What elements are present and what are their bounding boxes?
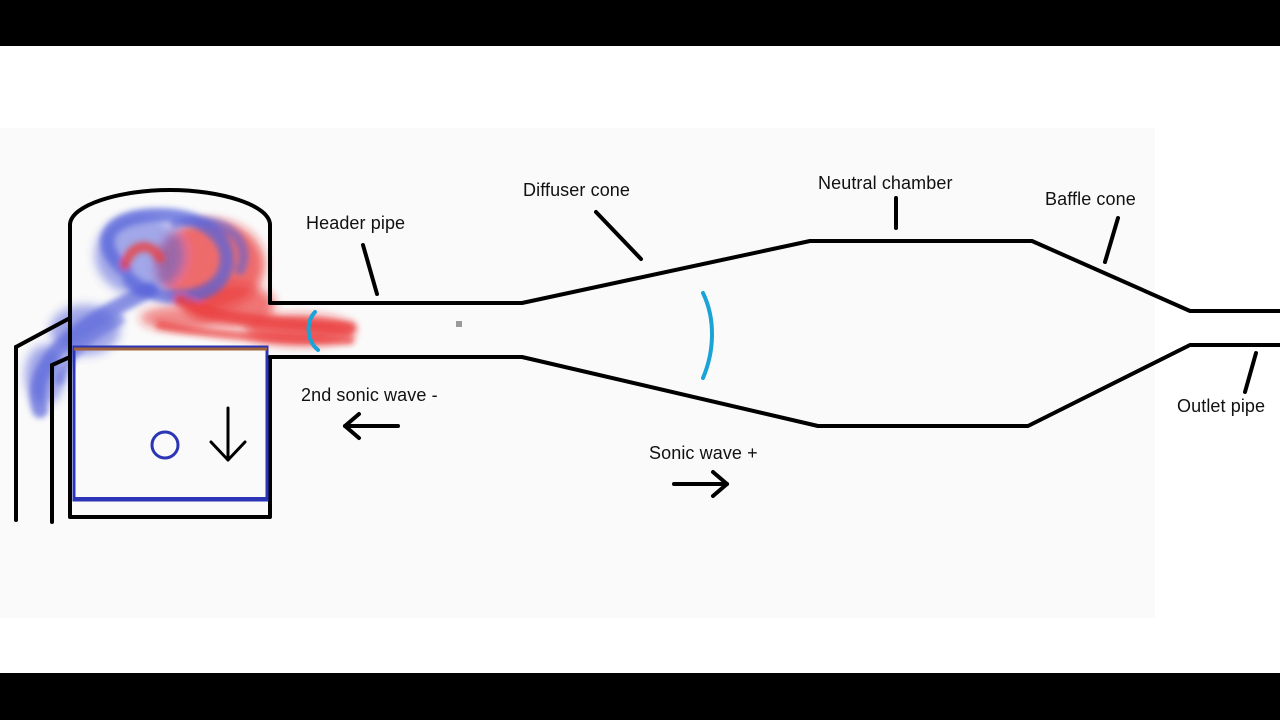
leader-lines: [361, 196, 1258, 394]
arrow-right-icon: [672, 470, 729, 498]
circle-icon: [150, 430, 180, 460]
drawing-area: [0, 128, 1155, 618]
outlet-pipe-label: Outlet pipe: [1177, 396, 1266, 416]
drawing-canvas: [0, 46, 1280, 673]
letterbox-top: [0, 0, 1280, 46]
baffle-cone-label: Baffle cone: [1045, 189, 1136, 209]
arrow-down-icon: [209, 406, 247, 462]
sonic-wave-front: [701, 291, 714, 380]
exhaust-gas-plume: [25, 207, 356, 418]
letterbox-bottom: [0, 673, 1280, 720]
header-pipe-label: Header pipe: [306, 213, 406, 233]
diffuser-cone-leader: [594, 210, 643, 261]
intake-port: [14, 316, 72, 524]
diffuser-cone-label: Diffuser cone: [523, 180, 631, 200]
header-pipe-upper-wall: [268, 239, 1280, 313]
sonic-wave-label: Sonic wave +: [649, 443, 758, 463]
cylinder-outline: [68, 188, 272, 519]
reflected-wave-front: [306, 310, 320, 352]
second-sonic-wave-label: 2nd sonic wave -: [301, 385, 438, 405]
header-pipe-leader: [361, 243, 379, 296]
outlet-pipe-leader: [1243, 351, 1258, 394]
baffle-cone-leader: [1103, 216, 1120, 264]
neutral-chamber-label: Neutral chamber: [818, 173, 953, 193]
piston: [72, 345, 269, 502]
arrow-left-icon: [343, 412, 400, 440]
stray-mark: [456, 321, 462, 327]
header-pipe-lower-wall: [268, 343, 1280, 428]
exhaust-pipe: [268, 239, 1280, 428]
